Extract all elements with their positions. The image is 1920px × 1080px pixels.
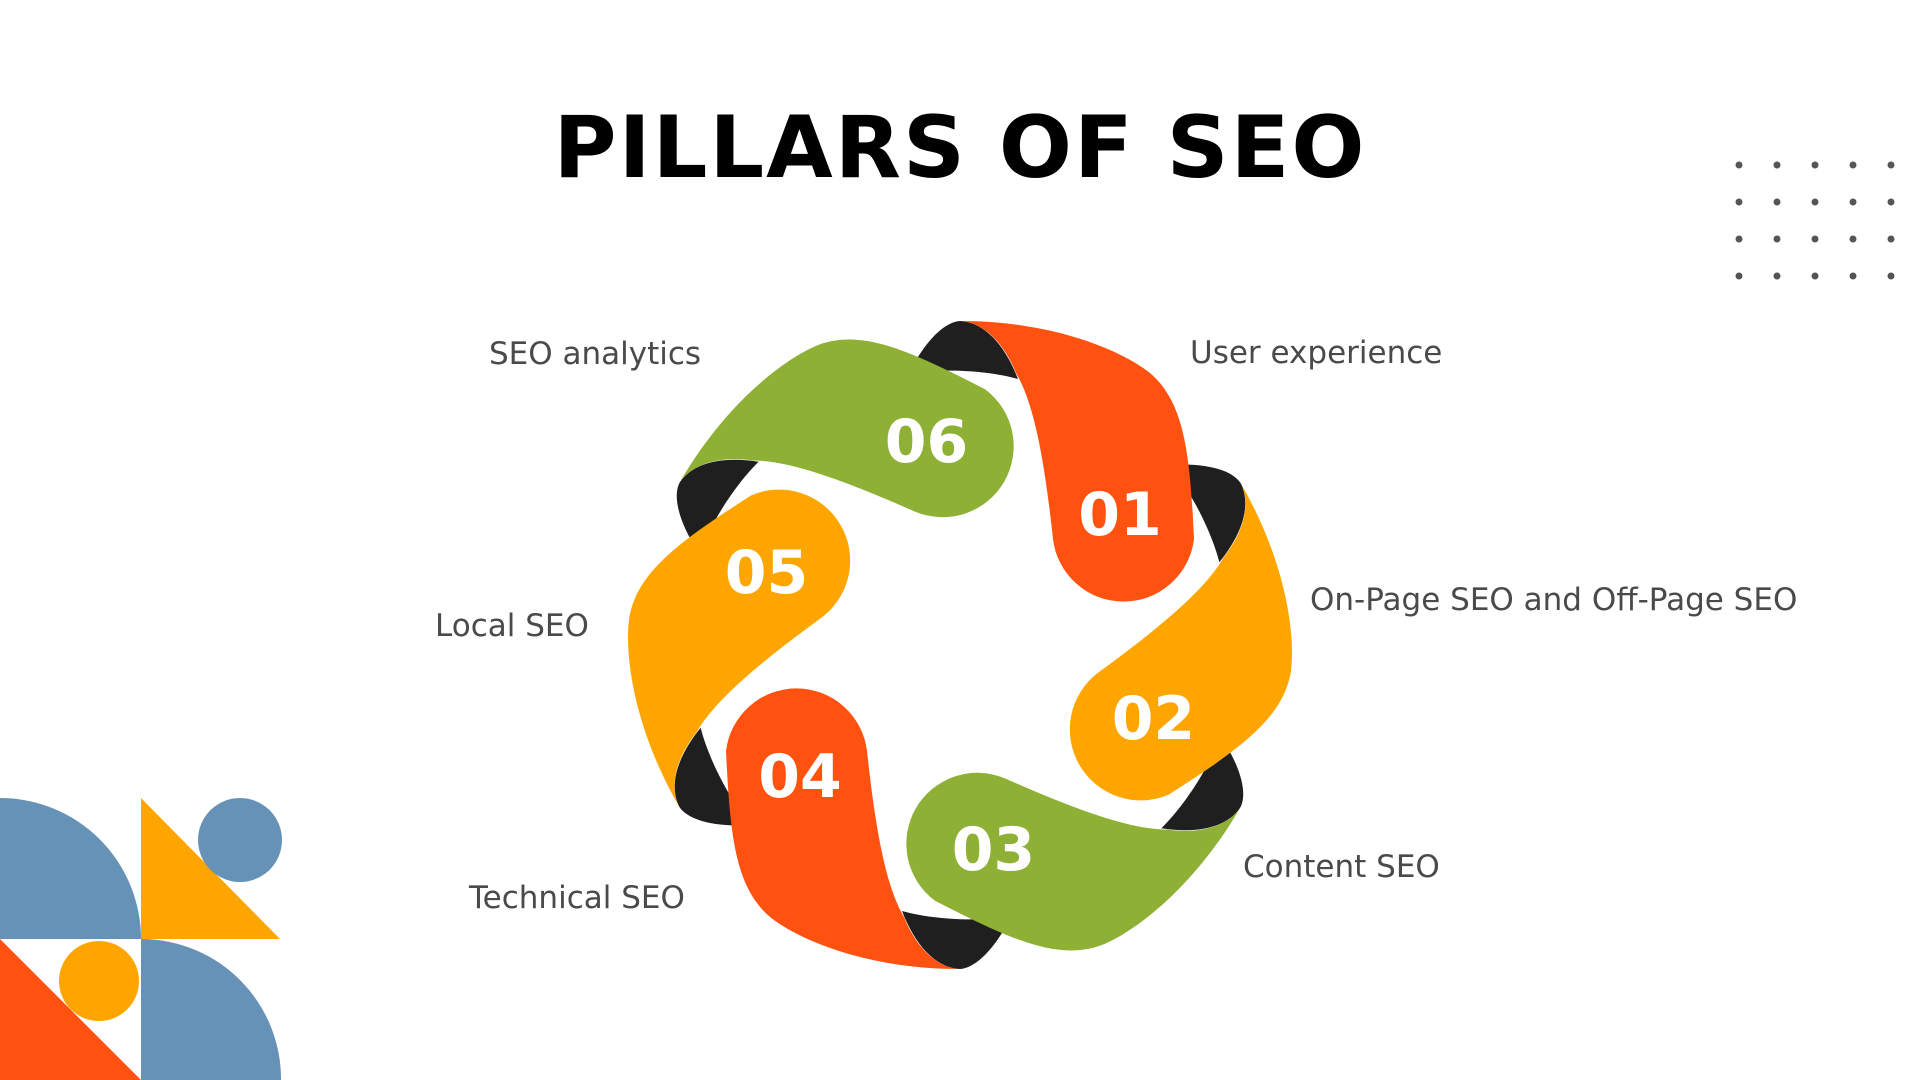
pillar-number: 06	[885, 407, 969, 477]
dot	[1773, 235, 1781, 243]
dot	[1887, 272, 1895, 280]
dot	[1849, 235, 1857, 243]
pillar-label-01: User experience	[1190, 335, 1443, 371]
ribbon-back	[676, 459, 759, 556]
dot	[1849, 161, 1857, 169]
blue-circle	[198, 798, 282, 882]
dot	[1811, 198, 1819, 206]
pillar-number: 01	[1078, 480, 1162, 550]
dot	[1811, 235, 1819, 243]
dot-grid	[1735, 161, 1895, 280]
pillar-02: 02	[1069, 483, 1292, 801]
pillar-label-05: Local SEO	[435, 608, 589, 644]
pillar-03: 03	[906, 772, 1241, 951]
pillar-petal	[906, 772, 1241, 951]
pillar-petal	[726, 688, 959, 969]
dot	[1773, 272, 1781, 280]
pillar-petal	[1069, 483, 1292, 801]
pillar-petal	[961, 321, 1194, 602]
dot	[1811, 161, 1819, 169]
blue-quarter-circle-bottom	[141, 938, 282, 1080]
pillar-number: 02	[1112, 684, 1196, 754]
pillar-label-04: Technical SEO	[469, 880, 685, 916]
dot	[1735, 235, 1743, 243]
bottom-left-shapes	[0, 798, 282, 1080]
dot	[1887, 235, 1895, 243]
dot	[1773, 198, 1781, 206]
dot	[1735, 161, 1743, 169]
red-triangle	[0, 939, 141, 1080]
pillar-petal	[679, 339, 1014, 518]
pillar-05: 05	[628, 489, 851, 807]
pillars-wheel: 01 02 03 04 05 06	[628, 321, 1292, 969]
ribbon-back	[1161, 734, 1244, 831]
dot	[1849, 272, 1857, 280]
pillar-label-06: SEO analytics	[489, 336, 702, 372]
ribbon-petals: 01 02 03 04 05 06	[628, 321, 1292, 969]
dot	[1773, 161, 1781, 169]
pillar-number: 05	[725, 538, 809, 608]
blue-quarter-circle-top	[0, 798, 141, 939]
amber-circle	[59, 941, 139, 1021]
ribbon-back	[902, 911, 1012, 969]
dot	[1887, 198, 1895, 206]
pillar-label-02: On-Page SEO and Off-Page SEO	[1310, 582, 1798, 618]
dot	[1811, 272, 1819, 280]
pillar-06: 06	[679, 339, 1014, 518]
pillar-04: 04	[726, 688, 959, 969]
dot	[1735, 198, 1743, 206]
dot	[1887, 161, 1895, 169]
pillar-number: 03	[952, 815, 1036, 885]
ribbon-back	[908, 321, 1018, 379]
dot	[1735, 272, 1743, 280]
pillar-label-03: Content SEO	[1243, 849, 1440, 885]
pillar-01: 01	[961, 321, 1194, 602]
pillar-number: 04	[758, 742, 842, 812]
dot	[1849, 198, 1857, 206]
pillar-petal	[628, 489, 851, 807]
page-title: PILLARS OF SEO	[553, 98, 1367, 198]
